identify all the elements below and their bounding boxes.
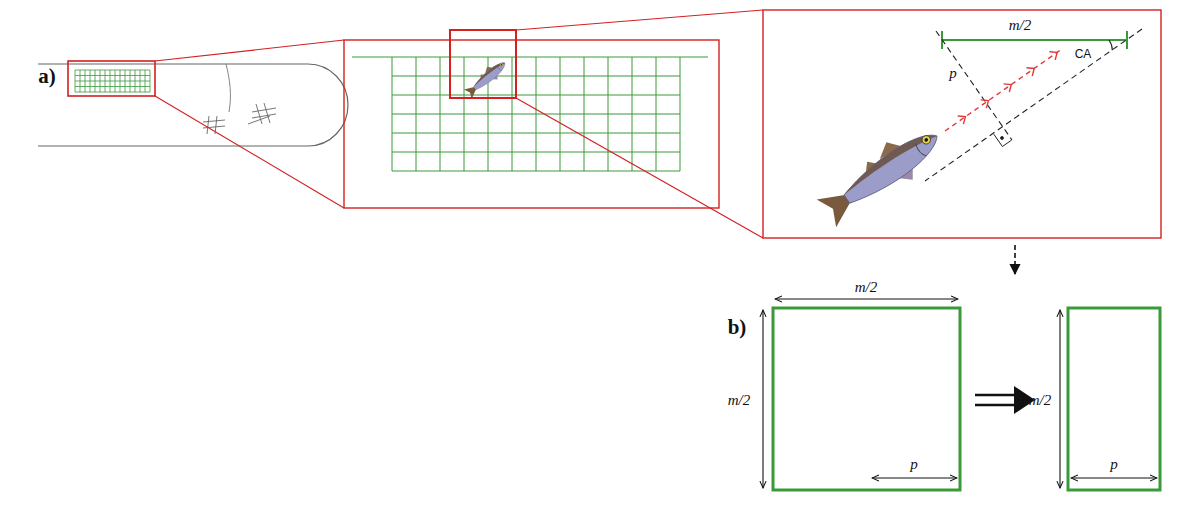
arrow-chevron bbox=[1026, 68, 1034, 76]
mesh-line bbox=[392, 171, 680, 172]
panel-letter: b) bbox=[728, 317, 747, 338]
mesh-square bbox=[773, 308, 960, 490]
mesh-line bbox=[392, 133, 680, 134]
mesh-line bbox=[75, 86, 150, 87]
dimension-label: m/2 bbox=[855, 280, 878, 295]
mesh-line bbox=[75, 75, 150, 76]
mesh-panel bbox=[352, 57, 708, 171]
zoom-lines bbox=[516, 10, 763, 238]
dimension-label: p bbox=[910, 457, 918, 472]
arrow-chevron bbox=[958, 116, 966, 124]
panel-letter: a) bbox=[38, 66, 56, 87]
mesh-opening-line bbox=[942, 31, 1127, 49]
dimension-label: p bbox=[1110, 457, 1118, 472]
mesh-panel-small bbox=[75, 70, 150, 92]
zoom-box bbox=[450, 30, 516, 98]
mesh-line bbox=[392, 152, 680, 153]
mesh-line bbox=[75, 70, 150, 71]
zoom-panel bbox=[344, 40, 719, 208]
implies-arrow bbox=[975, 386, 1035, 414]
dimension-label: p bbox=[949, 66, 957, 81]
dimension-arrows bbox=[763, 299, 1157, 488]
arrow-chevron bbox=[981, 100, 989, 108]
dimension-label: m/2 bbox=[728, 393, 751, 408]
mesh-line bbox=[392, 95, 680, 96]
fish bbox=[813, 116, 950, 231]
zoom-panel bbox=[763, 10, 1161, 238]
zoom-box bbox=[68, 61, 155, 96]
swim-direction-arrow bbox=[945, 49, 1062, 131]
trawl-outline bbox=[38, 64, 348, 146]
arrow-chevron bbox=[1049, 52, 1057, 60]
headline bbox=[352, 57, 708, 58]
mesh-line bbox=[392, 114, 680, 115]
angle-label: CA bbox=[1075, 48, 1092, 60]
mesh-line bbox=[392, 76, 680, 77]
dimension-label: m/2 bbox=[1029, 393, 1052, 408]
fish-small bbox=[462, 56, 510, 100]
mesh-line bbox=[75, 92, 150, 93]
angle-arc bbox=[1109, 40, 1112, 50]
dimension-label: m/2 bbox=[1009, 18, 1032, 33]
construction-lines bbox=[925, 29, 1142, 181]
mesh-line bbox=[75, 81, 150, 82]
zoom-lines bbox=[155, 40, 344, 208]
right-angle-mark bbox=[994, 134, 1012, 146]
arrow-chevron bbox=[1004, 84, 1012, 92]
mesh-rectangle bbox=[1068, 308, 1160, 490]
transition-arrow bbox=[1014, 245, 1016, 274]
